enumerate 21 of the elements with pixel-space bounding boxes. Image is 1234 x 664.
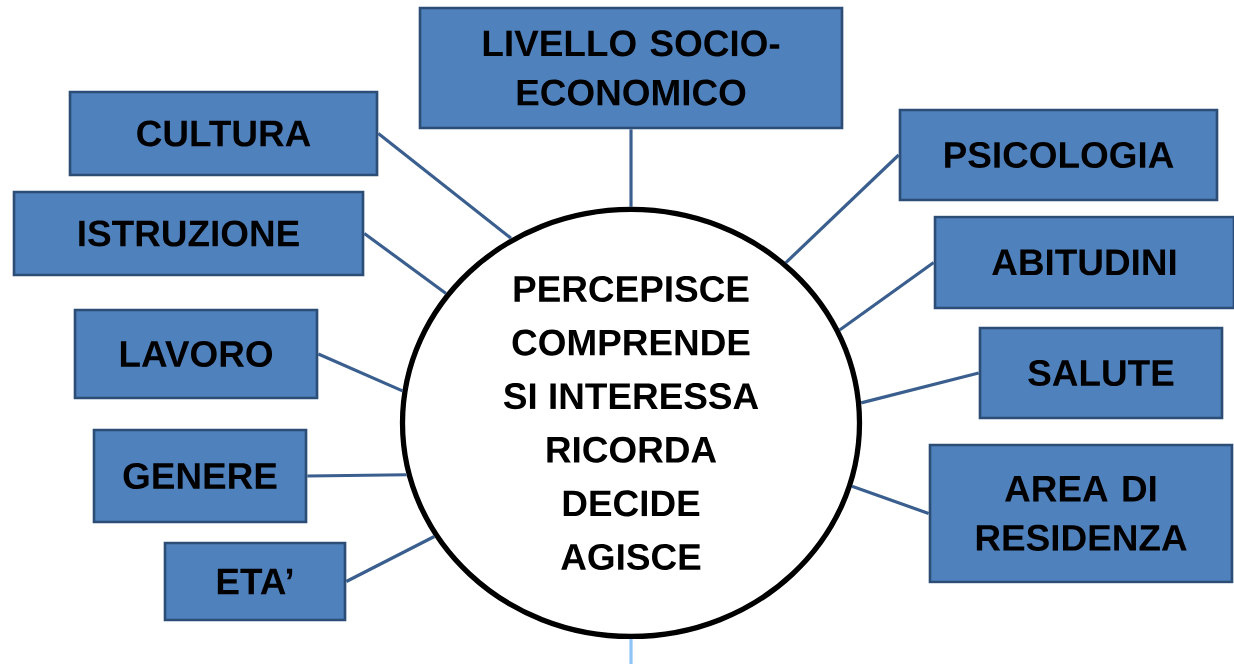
label-box: ETA’ bbox=[163, 541, 347, 622]
connector-line bbox=[345, 535, 436, 583]
label-box: AREA DI RESIDENZA bbox=[928, 443, 1234, 584]
label-box: LIVELLO SOCIO-ECONOMICO bbox=[418, 6, 844, 130]
label-box: ISTRUZIONE bbox=[12, 190, 365, 277]
connector-line bbox=[851, 484, 930, 515]
connector-line bbox=[860, 371, 980, 405]
connector-line bbox=[629, 129, 633, 207]
label-box: LAVORO bbox=[73, 308, 319, 400]
connector-line bbox=[363, 232, 447, 295]
connector-line bbox=[629, 639, 633, 664]
label-box: CULTURA bbox=[68, 90, 379, 177]
connector-line bbox=[784, 153, 900, 264]
label-box: SALUTE bbox=[978, 326, 1224, 420]
label-box: GENERE bbox=[92, 428, 308, 524]
connector-line bbox=[317, 352, 404, 393]
connector-line bbox=[377, 132, 513, 240]
label-box: ABITUDINI bbox=[933, 215, 1234, 310]
label-box: PSICOLOGIA bbox=[898, 108, 1219, 202]
connector-line bbox=[838, 261, 935, 332]
connector-line bbox=[307, 473, 407, 478]
